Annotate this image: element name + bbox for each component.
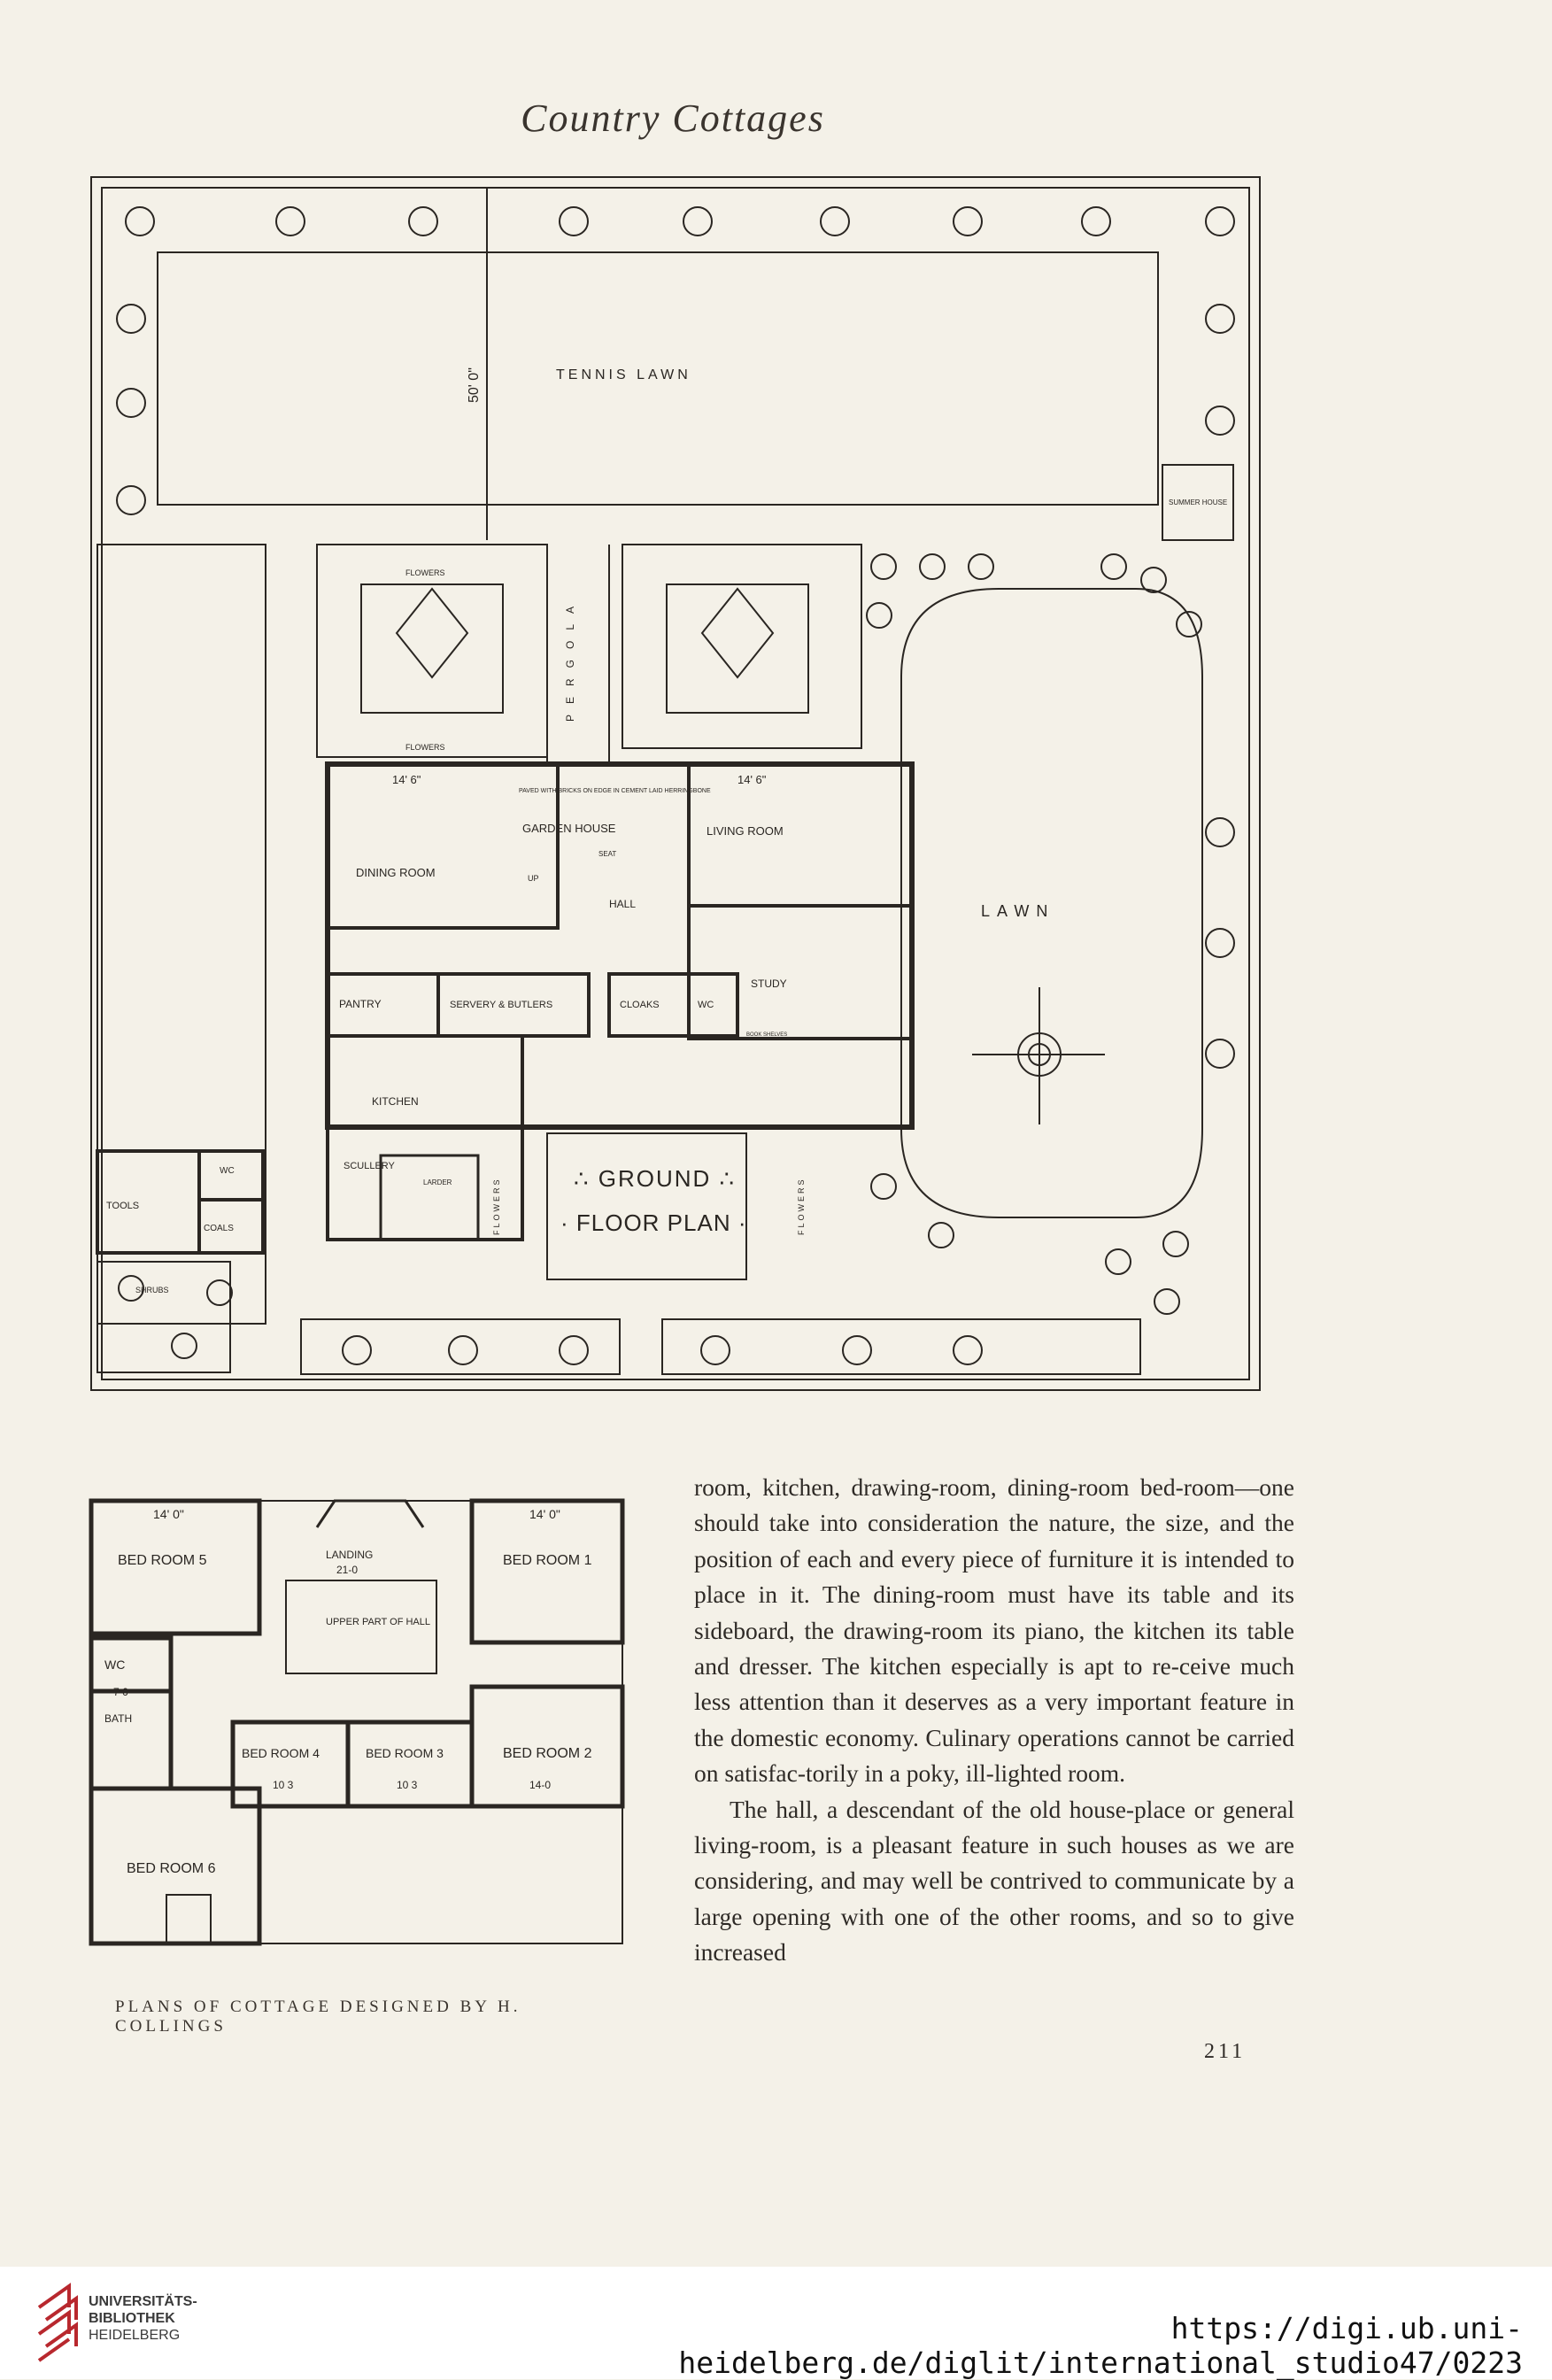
body-text: room, kitchen, drawing-room, dining-room… [694,1470,1294,1971]
dim-14-0-left: 14' 0" [153,1507,184,1521]
figure-caption: PLANS OF COTTAGE DESIGNED BY H. COLLINGS [115,1998,521,2036]
coals-label: COALS [204,1224,234,1233]
footer-bar [0,2267,1552,2379]
shrubs-label: SHRUBS [135,1286,169,1294]
dim-14-0-right: 14' 0" [529,1507,560,1521]
scanned-page: Country Cottages [89,97,1294,2063]
dim-14-0-lower: 14-0 [529,1779,551,1791]
pantry-label: PANTRY [339,998,382,1010]
flowers-label-left-strip: FLOWERS [492,1177,501,1235]
servery-label: SERVERY & BUTLERS [450,1000,552,1010]
running-head: Country Cottages [521,97,825,140]
paragraph-1: room, kitchen, drawing-room, dining-room… [694,1473,1294,1788]
plan-title-line1: ∴ GROUND ∴ [574,1165,736,1192]
ground-floor-plan: TENNIS LAWN 50' 0" SUMMER HOUSE FLOWERS … [90,176,1261,1391]
living-room-label: LIVING ROOM [707,824,784,838]
lawn-label: LAWN [981,902,1054,920]
plan-title-line2: · FLOOR PLAN · [560,1209,746,1236]
scullery-label: SCULLERY [344,1161,396,1171]
book-shelves-label: BOOK SHELVES [746,1032,787,1038]
paved-note: PAVED WITH BRICKS ON EDGE IN CEMENT LAID… [519,788,711,794]
up-label: UP [528,874,539,883]
seat-label: SEAT [598,850,616,858]
cloaks-label: CLOAKS [620,1000,660,1010]
dining-room-label: DINING ROOM [356,866,436,879]
flowers-label-bottom: FLOWERS [405,743,445,752]
hall-label: HALL [609,898,636,910]
larder-label: LARDER [423,1178,452,1186]
wc-label: WC [698,1000,714,1010]
source-url-link[interactable]: https://digi.ub.uni-heidelberg.de/diglit… [678,2311,1523,2380]
dim-10-3-b: 10 3 [397,1779,418,1791]
bed-room-3-label: BED ROOM 3 [366,1746,444,1760]
dimension-50-label: 50' 0" [467,367,482,403]
tennis-lawn-label: TENNIS LAWN [556,367,691,382]
library-name: UNIVERSITÄTS- BIBLIOTHEK HEIDELBERG [89,2293,197,2344]
tools-label: TOOLS [106,1201,139,1211]
wc-outbuilding-label: WC [220,1166,235,1176]
wc-upper-label: WC [104,1658,125,1672]
flowers-label-right-strip: FLOWERS [797,1177,806,1235]
upper-hall-label: UPPER PART OF HALL [326,1617,430,1627]
pergola-label: PERGOLA [564,596,576,722]
bed-room-2-label: BED ROOM 2 [503,1746,592,1761]
landing-dimension: 21-0 [336,1564,358,1576]
bed-room-6-label: BED ROOM 6 [127,1861,216,1876]
bed-room-5-label: BED ROOM 5 [118,1553,207,1568]
bed-room-1-label: BED ROOM 1 [503,1553,592,1568]
dim-7-6: 7 6 [113,1686,128,1698]
dimension-dining: 14' 6" [392,773,421,786]
page-number: 211 [1204,2040,1247,2063]
summer-house-label: SUMMER HOUSE [1169,498,1227,506]
garden-house-label: GARDEN HOUSE [522,822,616,835]
library-name-line1: UNIVERSITÄTS- [89,2294,197,2309]
dimension-living: 14' 6" [737,773,767,786]
first-floor-plan: BED ROOM 5 14' 0" BED ROOM 1 14' 0" LAND… [89,1498,625,1946]
bath-label: BATH [104,1712,132,1725]
dim-10-3-a: 10 3 [273,1779,294,1791]
kitchen-label: KITCHEN [372,1095,419,1108]
paragraph-2: The hall, a descendant of the old house-… [694,1795,1294,1967]
library-name-line2: BIBLIOTHEK [89,2311,175,2326]
bed-room-4-label: BED ROOM 4 [242,1746,320,1760]
flowers-label-top: FLOWERS [405,568,445,577]
study-label: STUDY [751,978,787,990]
landing-label: LANDING [326,1549,373,1561]
library-logo-icon [37,2283,78,2362]
library-name-line3: HEIDELBERG [89,2328,181,2343]
